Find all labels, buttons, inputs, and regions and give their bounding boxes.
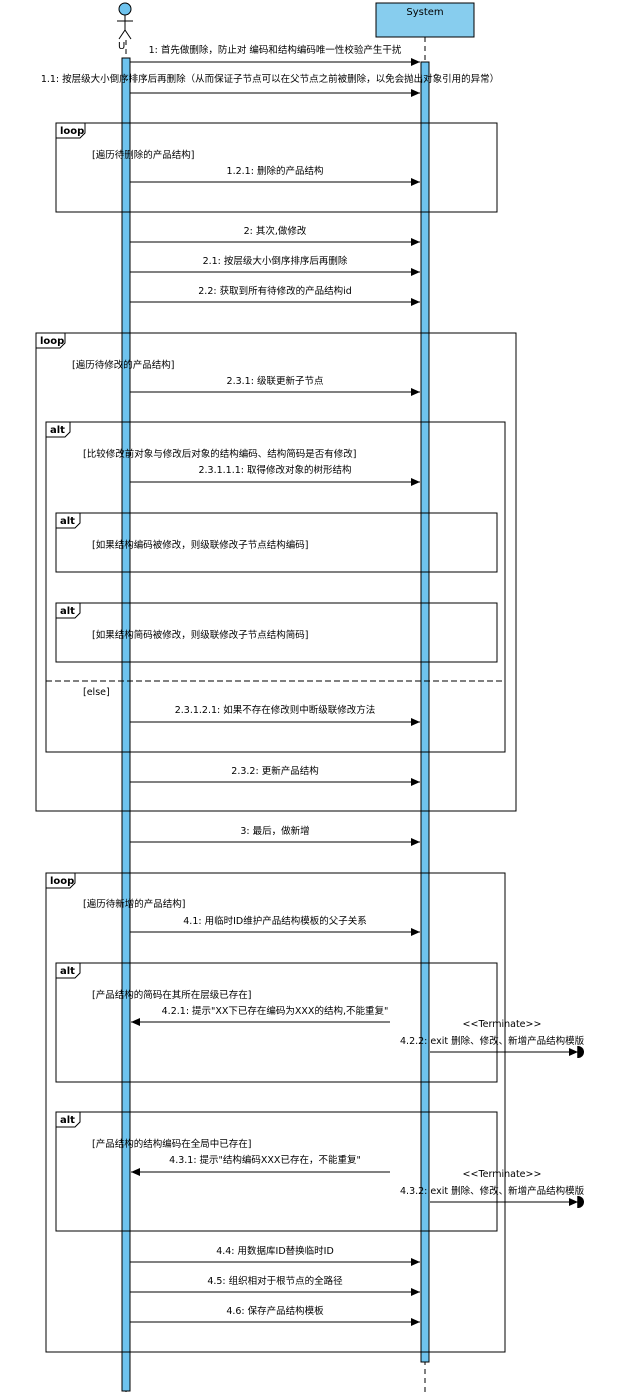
- terminate-stereotype: <<Terminate>>: [463, 1019, 542, 1030]
- fragment-guard: [遍历待修改的产品结构]: [72, 359, 174, 371]
- fragment-guard: [如果结构编码被修改，则级联修改子节点结构编码]: [92, 539, 308, 551]
- fragment-alt-code: alt [如果结构编码被修改，则级联修改子节点结构编码]: [55, 512, 498, 573]
- message-label: 1.2.1: 删除的产品结构: [227, 165, 324, 177]
- message-4-6: 4.6: 保存产品结构模板: [130, 1305, 420, 1326]
- fragment-guard: [产品结构的结构编码在全局中已存在]: [92, 1138, 251, 1150]
- actor-head-icon: [118, 2, 132, 16]
- message-2-1: 2.1: 按层级大小倒序排序后再删除: [130, 255, 420, 276]
- message-label: 2: 其次,做修改: [244, 225, 307, 237]
- message-2-2: 2.2: 获取到所有待修改的产品结构id: [130, 285, 420, 306]
- fragment-operator: loop: [50, 876, 74, 887]
- message-1-1: 1.1: 按层级大小倒序排序后再删除（从而保证子节点可以在父节点之前被删除，以免…: [41, 73, 499, 97]
- message-4-3-2: <<Terminate>> 4.3.2: exit 删除、修改、新增产品结构模版: [400, 1169, 585, 1208]
- message-label: 4.6: 保存产品结构模板: [226, 1305, 324, 1317]
- activation-user: [121, 57, 131, 1392]
- fragment-guard: [遍历待新增的产品结构]: [83, 898, 185, 910]
- message-label: 1.1: 按层级大小倒序排序后再删除（从而保证子节点可以在父节点之前被删除，以免…: [41, 73, 499, 85]
- message-2: 2: 其次,做修改: [130, 225, 420, 246]
- fragment-loop-delete: loop [遍历待删除的产品结构]: [55, 122, 498, 213]
- fragment-operator: alt: [60, 516, 75, 527]
- message-label: 2.3.1.2.1: 如果不存在修改则中断级联修改方法: [175, 704, 376, 716]
- fragment-alt-shortcode: alt [如果结构简码被修改，则级联修改子节点结构简码]: [55, 602, 498, 663]
- message-label: 2.3.1.1.1: 取得修改对象的树形结构: [198, 464, 351, 476]
- participant-system: System: [375, 2, 475, 38]
- fragment-guard: [遍历待删除的产品结构]: [92, 149, 194, 161]
- message-4-5: 4.5: 组织相对于根节点的全路径: [130, 1275, 420, 1296]
- message-label: 2.1: 按层级大小倒序排序后再删除: [203, 255, 348, 267]
- fragment-loop-add: loop [遍历待新增的产品结构]: [45, 872, 506, 1353]
- message-4-2-2: <<Terminate>> 4.2.2: exit 删除、修改、新增产品结构模版: [400, 1019, 585, 1058]
- fragment-alt-compare: alt [比较修改前对象与修改后对象的结构编码、结构简码是否有修改] [else…: [45, 421, 506, 753]
- actor-name: U: [118, 41, 125, 52]
- fragment-alt-shortcode-exists: alt [产品结构的简码在其所在层级已存在]: [55, 962, 498, 1083]
- system-name: System: [406, 7, 443, 18]
- message-label: 2.3.1: 级联更新子节点: [227, 375, 324, 387]
- message-1: 1: 首先做删除，防止对 编码和结构编码唯一性校验产生干扰: [130, 44, 420, 66]
- message-2-3-1: 2.3.1: 级联更新子节点: [130, 375, 420, 396]
- message-label: 4.2.2: exit 删除、修改、新增产品结构模版: [400, 1035, 585, 1047]
- message-4-2-1: 4.2.1: 提示"XX下已存在编码为XXX的结构,不能重复": [131, 1005, 390, 1026]
- message-label: 4.3.2: exit 删除、修改、新增产品结构模版: [400, 1185, 585, 1197]
- message-label: 2.2: 获取到所有待修改的产品结构id: [198, 285, 352, 297]
- message-2-3-1-1-1: 2.3.1.1.1: 取得修改对象的树形结构: [130, 464, 420, 486]
- message-label: 4.2.1: 提示"XX下已存在编码为XXX的结构,不能重复": [162, 1005, 389, 1017]
- fragment-operator: loop: [40, 336, 64, 347]
- terminate-icon: [577, 1046, 584, 1058]
- message-label: 1: 首先做删除，防止对 编码和结构编码唯一性校验产生干扰: [149, 44, 402, 56]
- message-label: 3: 最后，做新增: [240, 825, 309, 837]
- actor-leg-right: [124, 29, 132, 40]
- message-4-4: 4.4: 用数据库ID替换临时ID: [130, 1245, 420, 1266]
- message-label: 4.1: 用临时ID维护产品结构模板的父子关系: [183, 915, 366, 927]
- message-4-1: 4.1: 用临时ID维护产品结构模板的父子关系: [130, 915, 420, 936]
- fragment-alt-code-exists: alt [产品结构的结构编码在全局中已存在]: [55, 1111, 498, 1232]
- fragment-else-guard: [else]: [83, 687, 110, 698]
- fragment-loop-modify: loop [遍历待修改的产品结构]: [35, 332, 517, 812]
- fragment-operator: alt: [60, 606, 75, 617]
- message-label: 4.5: 组织相对于根节点的全路径: [207, 1275, 343, 1287]
- message-label: 2.3.2: 更新产品结构: [231, 765, 318, 777]
- system-box: [375, 2, 475, 38]
- message-2-3-2: 2.3.2: 更新产品结构: [130, 765, 420, 786]
- actor-user: U: [117, 2, 133, 52]
- fragment-operator: alt: [50, 425, 65, 436]
- fragment-guard: [产品结构的简码在其所在层级已存在]: [92, 989, 251, 1001]
- fragment-operator: alt: [60, 966, 75, 977]
- message-4-3-1: 4.3.1: 提示"结构编码XXX已存在，不能重复": [131, 1154, 390, 1176]
- activation-system: [420, 61, 430, 1363]
- fragment-operator: alt: [60, 1115, 75, 1126]
- terminate-stereotype: <<Terminate>>: [463, 1169, 542, 1180]
- message-label: 4.3.1: 提示"结构编码XXX已存在，不能重复": [169, 1154, 361, 1166]
- terminate-icon: [577, 1196, 584, 1208]
- message-1-2-1: 1.2.1: 删除的产品结构: [130, 165, 420, 186]
- fragment-guard: [如果结构简码被修改，则级联修改子节点结构简码]: [92, 629, 308, 641]
- message-3: 3: 最后，做新增: [130, 825, 420, 846]
- message-label: 4.4: 用数据库ID替换临时ID: [216, 1245, 334, 1257]
- fragment-guard: [比较修改前对象与修改后对象的结构编码、结构简码是否有修改]: [83, 448, 356, 460]
- message-2-3-1-2-1: 2.3.1.2.1: 如果不存在修改则中断级联修改方法: [130, 704, 420, 726]
- actor-leg-left: [118, 29, 126, 40]
- fragment-operator: loop: [60, 126, 84, 137]
